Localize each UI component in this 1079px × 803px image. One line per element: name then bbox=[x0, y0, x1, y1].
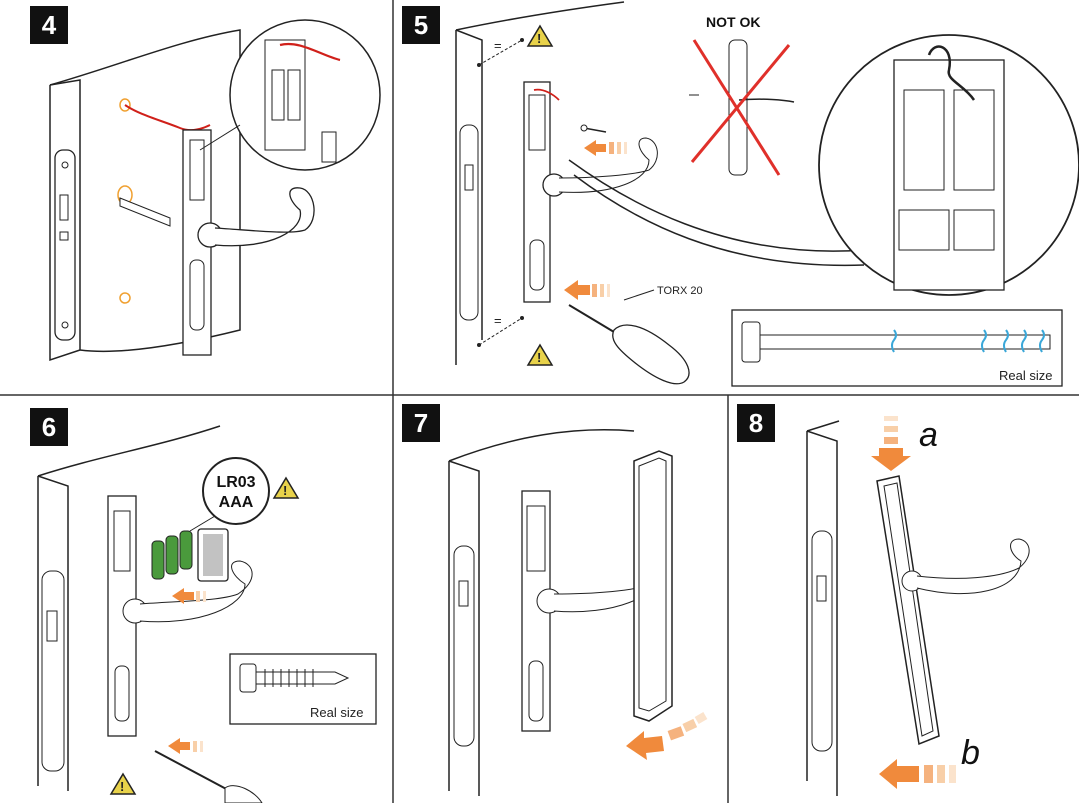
tool-label: TORX 20 bbox=[657, 285, 703, 297]
step-5-panel: 5 = = bbox=[394, 0, 1079, 394]
arrow-icon bbox=[584, 140, 627, 156]
arrow-icon bbox=[172, 588, 206, 604]
step-number-badge: 6 bbox=[30, 408, 68, 446]
real-size-label: Real size bbox=[999, 368, 1052, 383]
screw-icon bbox=[741, 321, 1051, 363]
not-ok-label: NOT OK bbox=[706, 14, 760, 30]
arrow-icon bbox=[879, 759, 956, 789]
step-5-illustration: = = TORX 20 bbox=[455, 1, 1079, 387]
step-6-panel: 6 bbox=[0, 396, 392, 803]
warning-triangle-icon: ! bbox=[526, 343, 554, 366]
step-6-illustration: LR03 AAA ! ! Real size bbox=[37, 425, 377, 803]
screwdriver-icon bbox=[568, 304, 690, 385]
real-size-label: Real size bbox=[310, 705, 363, 720]
arrow-icon bbox=[871, 416, 911, 471]
cross-icon bbox=[690, 39, 791, 176]
step-7-illustration bbox=[448, 429, 708, 796]
svg-text:!: ! bbox=[537, 350, 541, 365]
battery-callout bbox=[202, 457, 270, 525]
step-4-illustration bbox=[49, 19, 381, 362]
svg-text:!: ! bbox=[120, 779, 124, 794]
svg-text:=: = bbox=[494, 38, 502, 53]
arrow-icon bbox=[168, 738, 203, 754]
screwdriver-icon bbox=[154, 750, 263, 803]
svg-text:!: ! bbox=[537, 31, 541, 46]
step-7-panel: 7 bbox=[394, 396, 727, 803]
step-label-b: b bbox=[961, 734, 980, 772]
warning-triangle-icon: ! bbox=[526, 24, 554, 47]
battery-type-label: LR03 bbox=[216, 474, 255, 491]
step-number-badge: 8 bbox=[737, 404, 775, 442]
step-4-panel: 4 bbox=[0, 0, 392, 394]
step-number-badge: 5 bbox=[402, 6, 440, 44]
battery-icon bbox=[151, 530, 193, 580]
svg-text:=: = bbox=[494, 313, 502, 328]
warning-triangle-icon: ! bbox=[109, 772, 137, 795]
arrow-icon bbox=[626, 712, 708, 760]
step-8-panel: 8 a b bbox=[729, 396, 1079, 803]
step-label-a: a bbox=[919, 416, 938, 454]
step-number-badge: 7 bbox=[402, 404, 440, 442]
screw-icon bbox=[239, 663, 350, 693]
arrow-icon bbox=[564, 280, 610, 300]
step-8-illustration: a b bbox=[806, 416, 1030, 796]
warning-triangle-icon: ! bbox=[272, 476, 300, 499]
battery-size-label: AAA bbox=[219, 494, 254, 511]
svg-text:!: ! bbox=[283, 483, 287, 498]
step-number-badge: 4 bbox=[30, 6, 68, 44]
